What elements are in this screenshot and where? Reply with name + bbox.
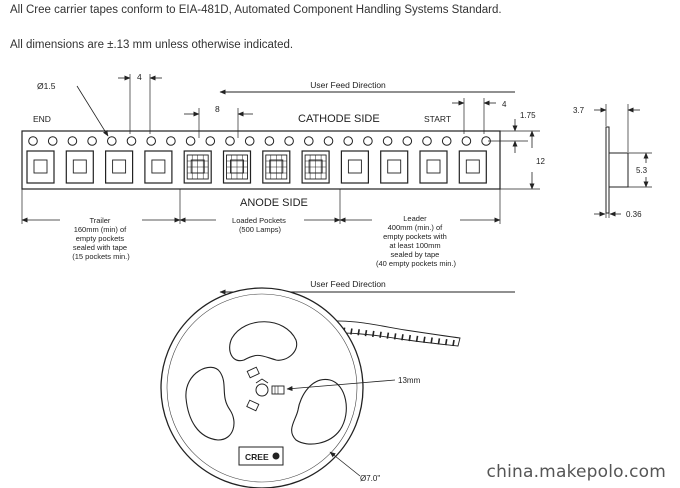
sprocket-hole xyxy=(146,136,156,146)
sprocket-hole xyxy=(461,136,472,146)
leader-note: Leader 400mm (min.) of empty pockets wit… xyxy=(376,214,457,268)
pocket-cavity xyxy=(72,159,87,174)
sprocket-hole xyxy=(166,136,176,146)
reel-tape-pocket xyxy=(371,330,375,338)
sprocket-hole xyxy=(382,136,393,146)
reel-tape-pocket xyxy=(364,329,368,337)
start-label: START xyxy=(424,114,451,124)
reel-tape-pocket xyxy=(437,338,441,345)
empty-pocket xyxy=(26,150,55,184)
spec-line-1: All Cree carrier tapes conform to EIA-48… xyxy=(10,4,502,16)
sprocket-hole xyxy=(402,136,413,146)
side-width-label: 3.7 xyxy=(573,106,585,115)
loaded-note: Loaded Pockets (500 Lamps) xyxy=(232,216,288,234)
reel-tape-pocket xyxy=(452,339,455,347)
sprocket-hole xyxy=(205,136,216,146)
reel-diameter-label: Ø7.0" xyxy=(360,474,380,483)
sprocket-hole xyxy=(363,136,373,146)
feed-direction-top: User Feed Direction xyxy=(310,80,386,90)
sprocket-hole xyxy=(323,136,334,146)
sprocket-hole xyxy=(185,136,196,146)
empty-pocket xyxy=(419,150,448,184)
empty-pocket xyxy=(380,150,409,184)
cathode-side-label: CATHODE SIDE xyxy=(298,113,380,125)
empty-pocket xyxy=(104,150,134,184)
tape-side-view: 3.7 5.3 0.36 xyxy=(573,104,652,219)
sprocket-hole xyxy=(304,136,314,146)
reel-tape-pocket xyxy=(393,333,397,340)
pocket-cavity xyxy=(33,159,48,174)
cree-logo-mark xyxy=(272,452,280,460)
reel-tape-pocket xyxy=(430,337,433,344)
pocket-cavity xyxy=(387,159,402,174)
side-height-label: 5.3 xyxy=(636,166,648,175)
reel-tape-pocket xyxy=(401,334,404,341)
reel-tape-pocket xyxy=(379,331,382,338)
reel-tape-pocket xyxy=(415,335,419,343)
empty-pocket xyxy=(144,150,173,184)
pocket-cavity xyxy=(112,159,127,174)
pocket-cavity xyxy=(151,159,166,174)
hub-dimension-label: 13mm xyxy=(398,376,421,385)
sprocket-holes xyxy=(28,136,491,146)
pocket-cavity xyxy=(465,159,480,174)
tape-reel: CREE xyxy=(160,287,461,488)
end-label: END xyxy=(33,114,51,124)
hole-diameter-label: Ø1.5 xyxy=(37,81,56,91)
reel-tape-pocket xyxy=(408,334,412,342)
pocket-cavity xyxy=(426,159,441,174)
sprocket-hole xyxy=(225,136,235,146)
empty-pocket xyxy=(65,150,94,184)
sprocket-hole xyxy=(284,136,294,146)
sprocket-hole xyxy=(264,136,275,146)
pockets xyxy=(26,150,487,184)
empty-pocket xyxy=(340,150,369,184)
hole-pitch-label: 4 xyxy=(137,72,142,82)
reel-tape-pocket xyxy=(350,328,353,335)
trailer-note: Trailer 160mm (min) of empty pockets sea… xyxy=(72,216,130,261)
sprocket-hole xyxy=(47,136,58,146)
reel-tape-pocket xyxy=(423,336,426,343)
feed-direction-reel: User Feed Direction xyxy=(310,279,386,289)
tape-strip xyxy=(21,130,501,190)
cree-logo: CREE xyxy=(245,452,269,462)
anode-side-label: ANODE SIDE xyxy=(240,197,308,209)
reel-tape-pocket xyxy=(444,339,448,346)
reel-tape-pocket xyxy=(357,329,360,336)
pocket-pitch-label: 8 xyxy=(215,104,220,114)
tape-width-label: 12 xyxy=(536,157,545,166)
sprocket-hole xyxy=(244,136,255,146)
sprocket-hole xyxy=(67,136,78,146)
sprocket-hole xyxy=(126,136,137,146)
sprocket-hole xyxy=(343,136,354,146)
watermark: china.makepolo.com xyxy=(486,462,666,482)
reel-tape-pocket xyxy=(386,332,390,339)
sprocket-hole xyxy=(107,136,117,146)
sprocket-hole xyxy=(441,136,452,146)
sprocket-hole xyxy=(87,136,97,146)
pocket-cavity xyxy=(347,159,362,174)
sprocket-hole xyxy=(28,136,38,146)
side-thickness-label: 0.36 xyxy=(626,210,642,219)
empty-pocket xyxy=(458,150,487,184)
start-pitch-label: 4 xyxy=(502,100,507,109)
edge-offset-label: 1.75 xyxy=(520,111,536,120)
spec-line-2: All dimensions are ±.13 mm unless otherw… xyxy=(10,39,294,51)
sprocket-hole xyxy=(422,136,432,146)
